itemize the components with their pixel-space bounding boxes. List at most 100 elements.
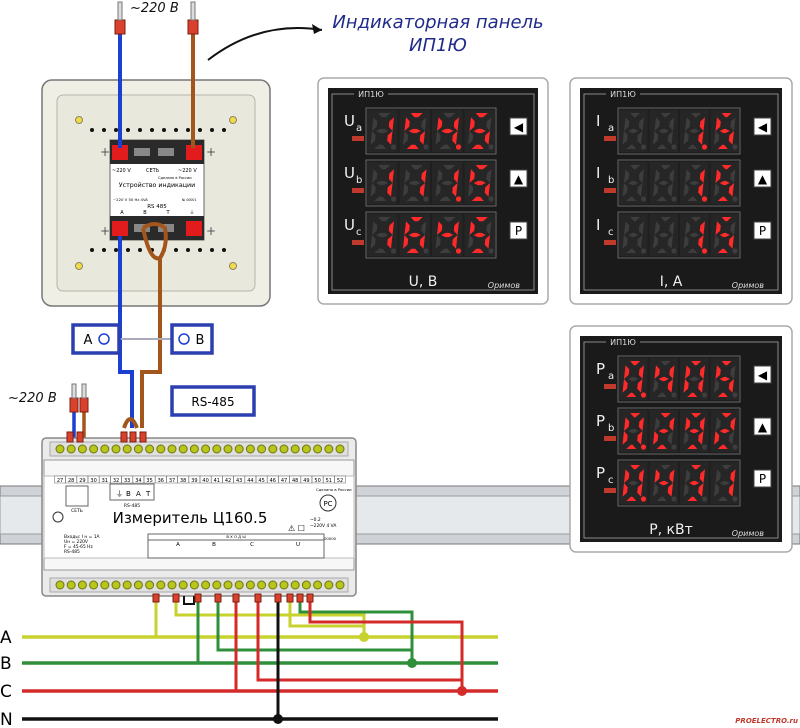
digit-segment [628, 128, 639, 134]
rs-terminal-label: A [136, 490, 141, 498]
digit-segment [622, 235, 628, 249]
terminal-screw [145, 580, 155, 590]
terminal-screw [279, 580, 289, 590]
digit-segment [484, 183, 490, 197]
digit-segment [667, 483, 673, 497]
digit-segment [653, 235, 659, 249]
digit-segment [638, 469, 644, 483]
module-terminal-labels: A B T ⏚ [120, 209, 194, 216]
decimal-point [732, 144, 738, 150]
terminal-screw [133, 444, 143, 454]
digit-segment [421, 169, 427, 183]
digit-segment [660, 361, 671, 366]
digit-segment [387, 131, 393, 145]
phase-group-label: A [176, 542, 180, 548]
terminal-screw [201, 580, 211, 590]
terminal-screw [313, 580, 323, 590]
digit-segment [473, 180, 486, 186]
digit-segment [468, 131, 474, 145]
panel-caption-line1: Индикаторная панель [332, 12, 543, 33]
digit-segment [656, 196, 667, 201]
digit-segment [667, 183, 673, 197]
digit-segment [441, 180, 454, 186]
program-button[interactable]: P [753, 469, 772, 488]
program-button[interactable]: P [509, 221, 528, 240]
vent-dot [198, 248, 202, 252]
digit-segment [630, 361, 641, 366]
decimal-point [671, 196, 677, 202]
digit-segment [728, 183, 734, 197]
digit-segment [687, 444, 698, 449]
row-sub-label: b [608, 423, 614, 434]
left-button[interactable]: ◀ [509, 117, 528, 136]
earth-icon [52, 511, 64, 523]
digit-segment [715, 117, 721, 131]
vent-dot [162, 128, 166, 132]
up-button[interactable]: ▲ [509, 169, 528, 188]
digit-segment [687, 248, 698, 253]
module-title: Устройство индикации [119, 181, 195, 189]
digit-segment [699, 469, 705, 483]
digit-segment [486, 221, 492, 235]
digit-segment [484, 131, 490, 145]
program-button[interactable]: P [753, 221, 772, 240]
terminal-screw [156, 580, 166, 590]
digit-segment [408, 232, 421, 238]
row-sub-label: b [608, 175, 614, 186]
decimal-point [671, 248, 677, 254]
row-label: P [596, 360, 605, 378]
digit-segment [370, 131, 376, 145]
terminal-screw [324, 444, 334, 454]
up-button[interactable]: ▲ [753, 417, 772, 436]
digit-segment [728, 131, 734, 145]
digit-segment [473, 128, 486, 134]
rs485-label: RS-485 [191, 395, 234, 409]
left-button[interactable]: ◀ [753, 365, 772, 384]
vent-dot [90, 248, 94, 252]
phase-label-c: C [0, 682, 12, 702]
digit-segment [630, 413, 641, 418]
row-led [604, 136, 616, 141]
terminal-icon [178, 333, 190, 345]
digit-segment [685, 117, 691, 131]
digit-segment [717, 392, 728, 397]
digit-segment [714, 483, 720, 497]
row-sub-label: c [608, 227, 614, 238]
digit-segment [403, 131, 409, 145]
digit-segment [667, 431, 673, 445]
row-led [352, 188, 364, 193]
up-button[interactable]: ▲ [753, 169, 772, 188]
digit-segment [638, 169, 644, 183]
digit-segment [630, 113, 641, 118]
panel-unit: U, В [409, 274, 438, 290]
terminal-screw [245, 444, 255, 454]
digit-segment [689, 180, 700, 186]
digit-segment [630, 217, 641, 222]
certification-icon-glyph: PC [323, 500, 332, 508]
digit-segment [452, 131, 458, 145]
digit-segment [452, 235, 458, 249]
meter-labels: СЕТЬ ⏚ B A T RS-485 Измеритель Ц160.5 PC… [52, 483, 352, 559]
digit-segment [403, 183, 409, 197]
meter-input-wires [154, 596, 467, 724]
vent-dot [102, 248, 106, 252]
left-button[interactable]: ◀ [753, 117, 772, 136]
digit-segment [437, 221, 443, 235]
digit-segment [699, 117, 705, 131]
terminal-screw [100, 444, 110, 454]
digit-segment [404, 117, 410, 131]
screw-icon: + [206, 224, 216, 238]
vent-dot [126, 248, 130, 252]
digit-segment [439, 248, 452, 253]
digit-segment [475, 217, 488, 222]
row-label: U [344, 112, 355, 130]
digit-segment [683, 131, 689, 145]
row-led [604, 436, 616, 441]
row-sub-label: c [356, 227, 362, 238]
digit-segment [376, 232, 389, 238]
digit-segment [626, 248, 637, 253]
digit-segment [626, 196, 637, 201]
module-right-voltage: ~220 V [178, 168, 197, 174]
rs485-wires [98, 222, 178, 429]
digit-segment [626, 496, 637, 501]
